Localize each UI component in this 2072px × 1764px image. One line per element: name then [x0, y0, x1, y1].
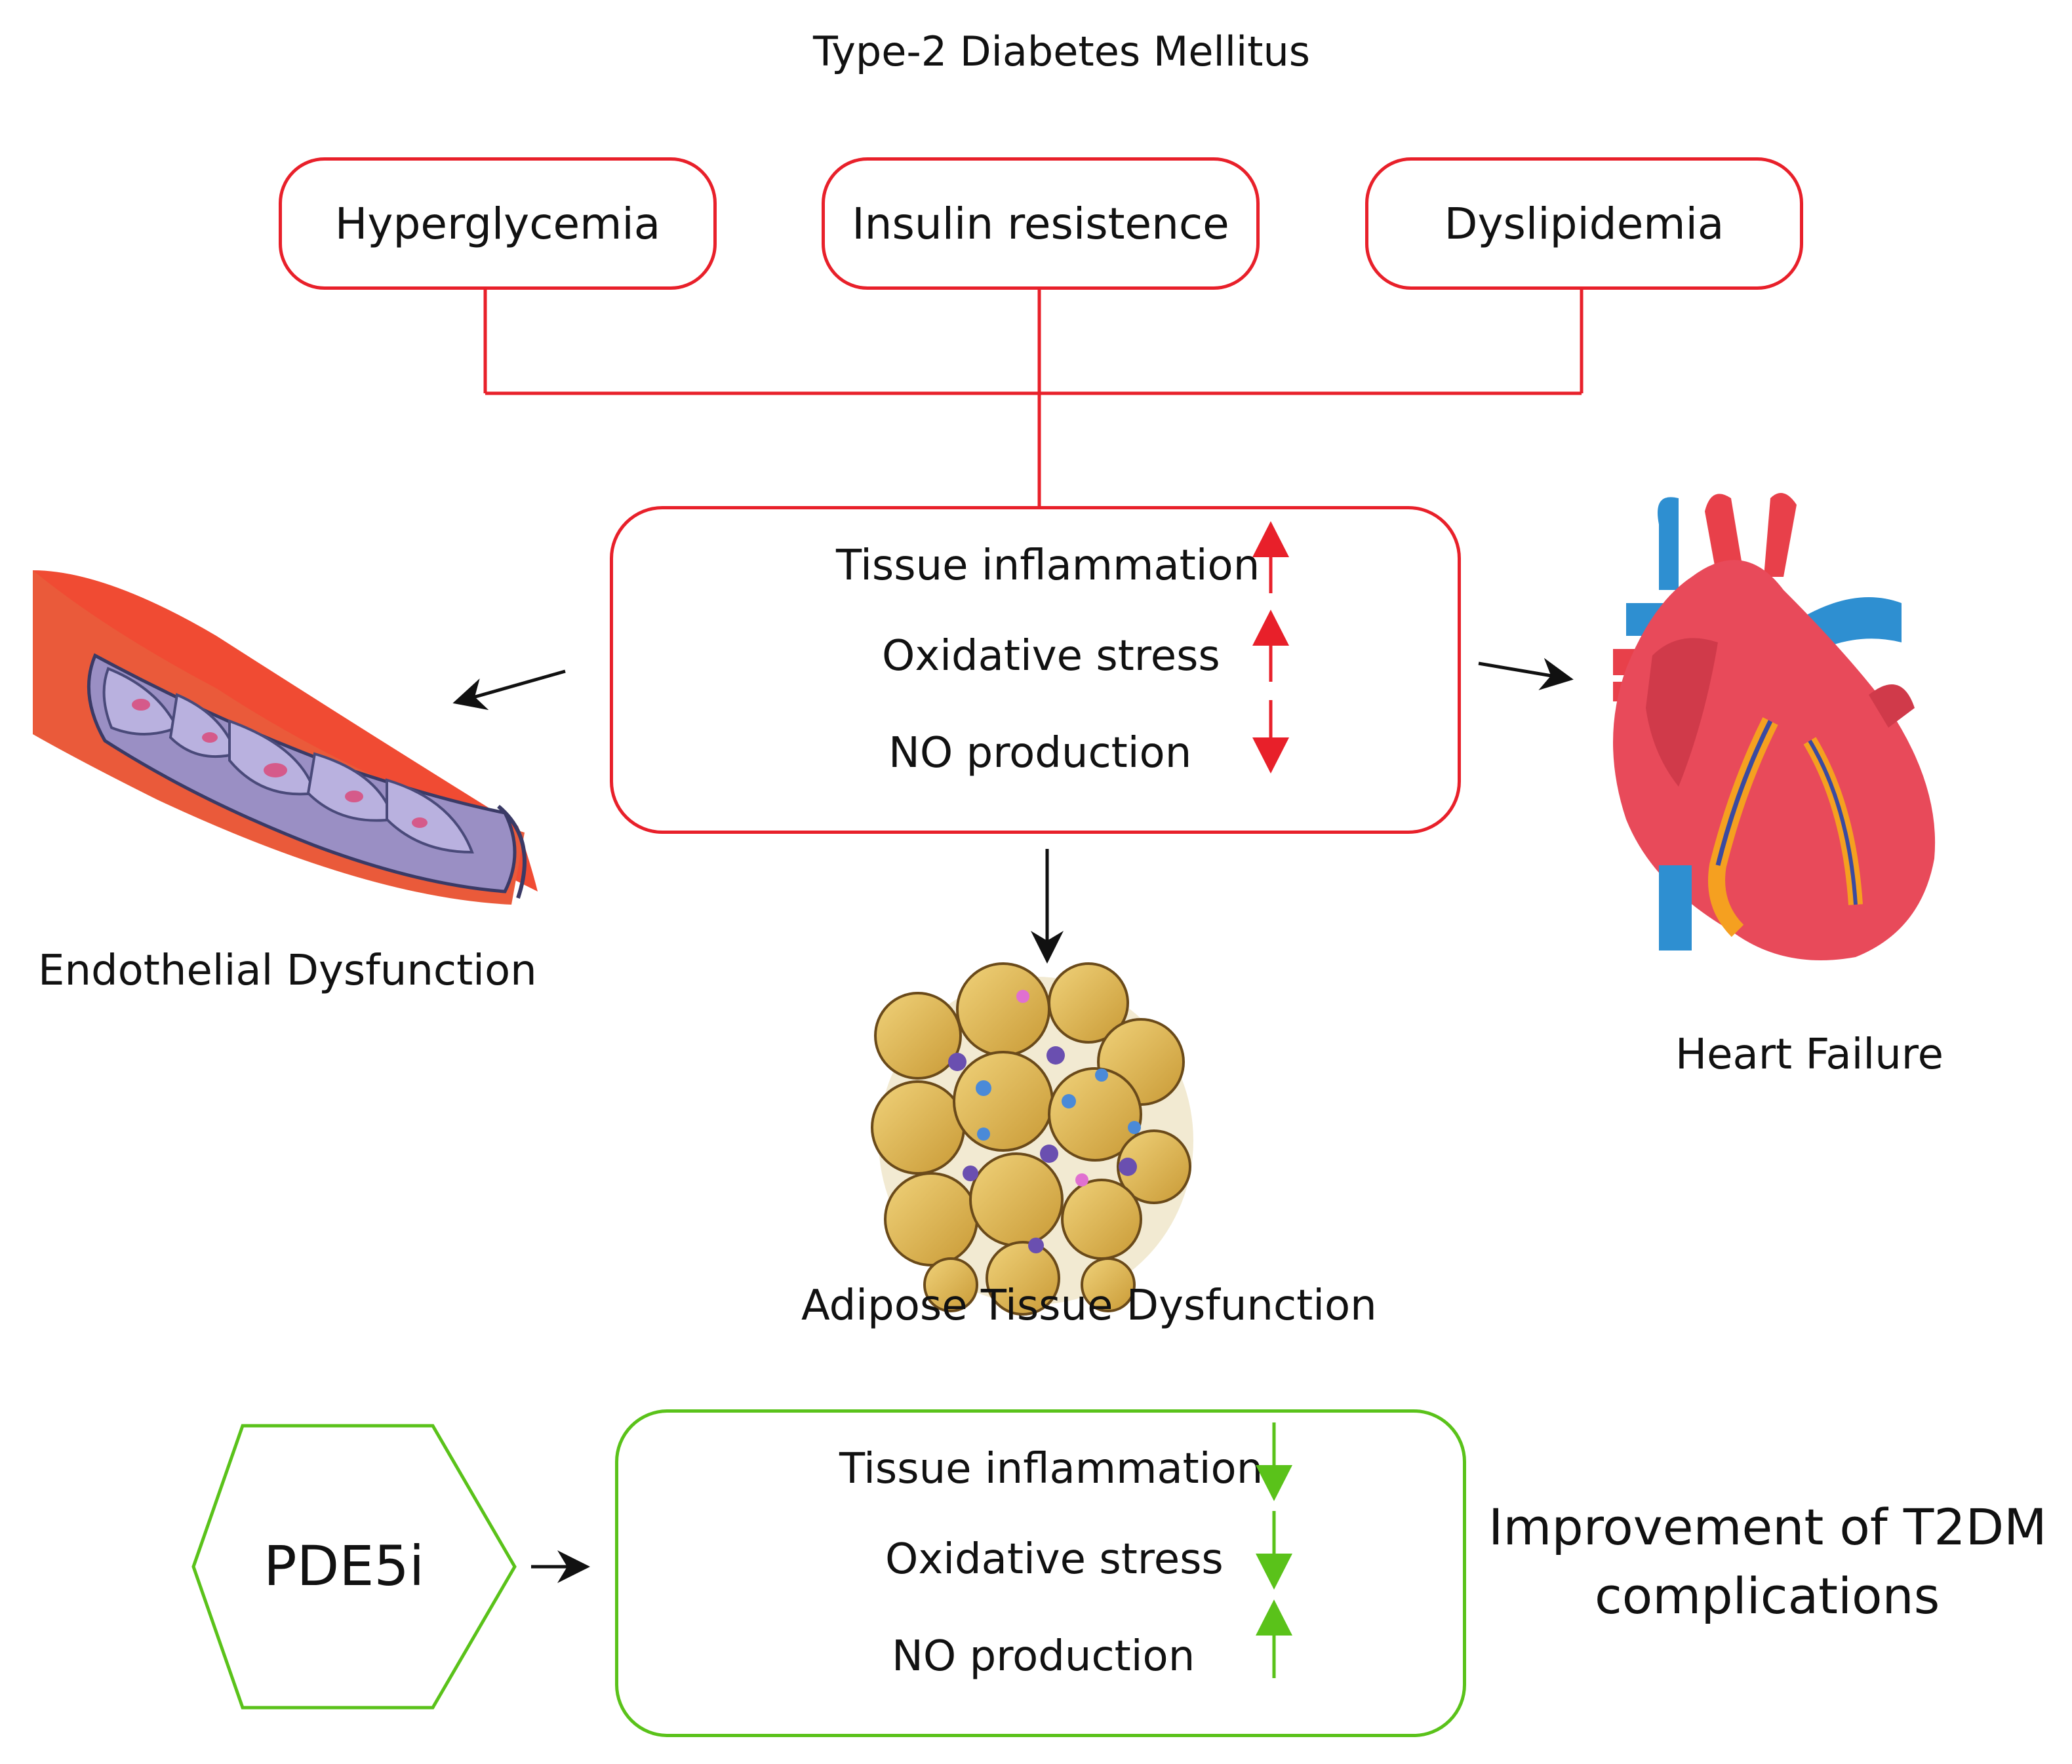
decrease-arrow-icon — [1256, 1511, 1292, 1590]
cause-box-dyslipidemia: Dyslipidemia — [1365, 157, 1803, 290]
arrow-to-heart — [1478, 657, 1574, 690]
cause-connector-lines — [483, 290, 1584, 506]
effects-box — [610, 506, 1461, 834]
outcome-adipose-tissue-dysfunction: Adipose Tissue Dysfunction — [801, 1282, 1377, 1330]
effect-label-tissue-inflammation: Tissue inflammation — [836, 541, 1260, 590]
result-line-1: Improvement of T2DM — [1488, 1498, 2047, 1556]
decrease-arrow-icon — [1256, 1422, 1292, 1501]
cause-box-insulin-resistance: Insulin resistence — [822, 157, 1260, 290]
arrow-to-endothelial — [452, 669, 566, 711]
cause-box-hyperglycemia: Hyperglycemia — [279, 157, 717, 290]
treatment-label-tissue-inflammation: Tissue inflammation — [839, 1445, 1264, 1493]
result-line-2: complications — [1595, 1567, 1940, 1625]
treatment-label-oxidative-stress: Oxidative stress — [885, 1535, 1224, 1584]
treatment-effects-box — [615, 1409, 1466, 1737]
outcome-heart-failure: Heart Failure — [1675, 1030, 1944, 1079]
outcome-endothelial-dysfunction: Endothelial Dysfunction — [38, 947, 537, 995]
cause-label: Hyperglycemia — [334, 198, 661, 249]
decrease-arrow-icon — [1252, 700, 1289, 774]
heart-icon — [1613, 493, 1936, 960]
drug-label: PDE5i — [264, 1534, 425, 1598]
diagram-title: Type-2 Diabetes Mellitus — [813, 28, 1311, 75]
treatment-label-no-production: NO production — [892, 1632, 1195, 1681]
increase-arrow-icon — [1252, 521, 1289, 593]
adipose-tissue-icon — [871, 962, 1193, 1316]
increase-arrow-icon — [1256, 1599, 1292, 1678]
cause-label: Insulin resistence — [852, 198, 1229, 249]
effect-label-no-production: NO production — [888, 729, 1192, 777]
blood-vessel-icon — [33, 570, 538, 905]
increase-arrow-icon — [1252, 610, 1289, 682]
cause-label: Dyslipidemia — [1444, 198, 1724, 249]
effect-label-oxidative-stress: Oxidative stress — [882, 632, 1220, 680]
